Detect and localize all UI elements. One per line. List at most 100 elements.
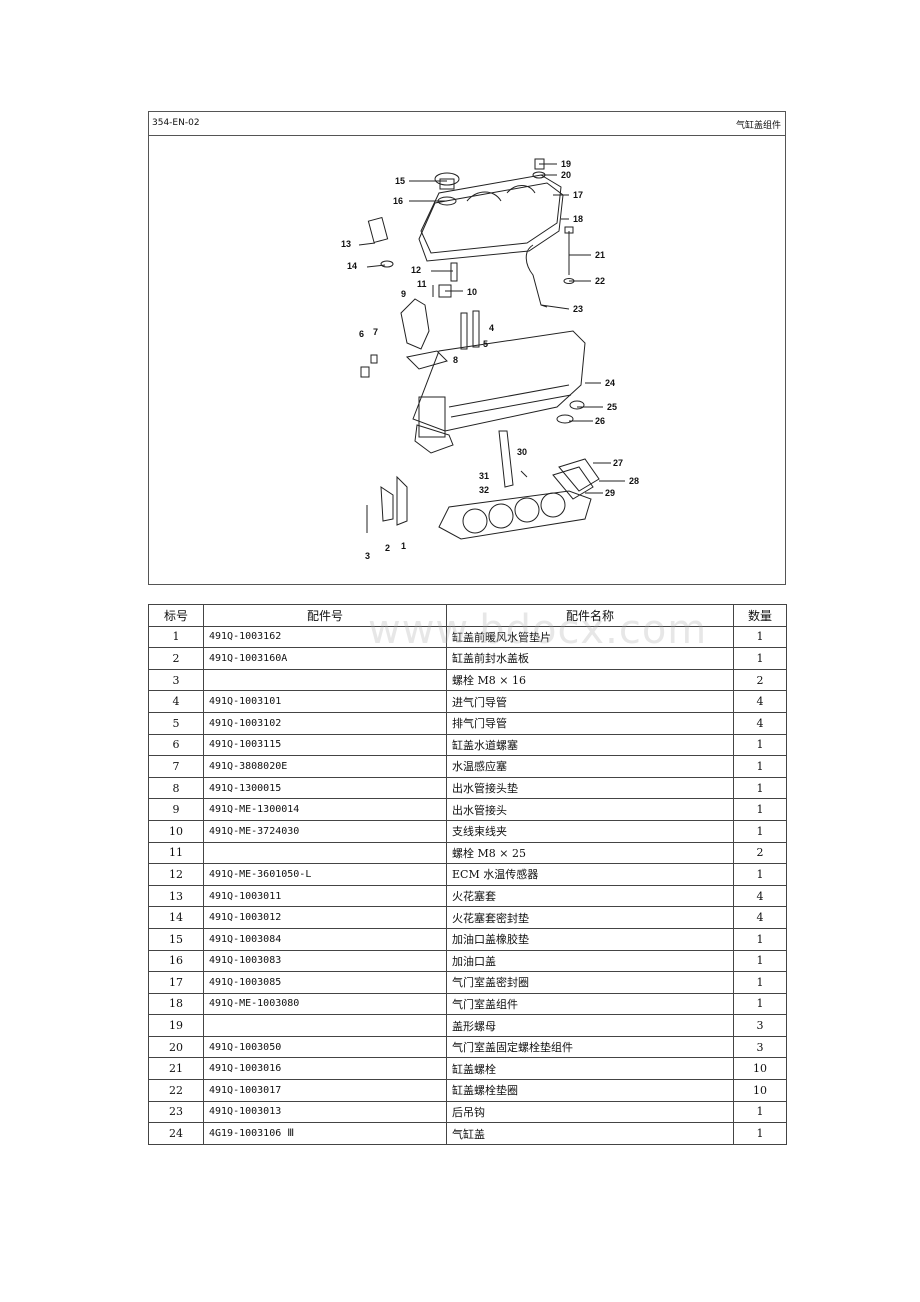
callout-16: 16: [393, 196, 403, 206]
cell-part-number: [203, 841, 447, 865]
cell-part-name: 火花塞套密封垫: [446, 906, 734, 929]
cell-part-number: 491Q-1003011: [203, 884, 447, 908]
header-index: 标号: [148, 604, 204, 627]
cell-index: 8: [148, 776, 204, 800]
cell-quantity: 1: [733, 755, 787, 778]
callout-10: 10: [467, 287, 477, 297]
cell-part-name: 缸盖前暖风水管垫片: [446, 625, 734, 649]
callout-8: 8: [453, 355, 458, 365]
cell-part-name: 气门室盖固定螺栓垫组件: [446, 1035, 734, 1059]
cell-part-name: 螺栓 M8 × 25: [446, 841, 734, 865]
water-outlet-shape: [400, 298, 430, 350]
cell-part-number: 491Q-1003085: [203, 971, 447, 994]
diagram-header: 354-EN-02 气缸盖组件: [149, 112, 785, 136]
cell-part-number: 491Q-1003017: [203, 1079, 447, 1102]
callout-28: 28: [629, 476, 639, 486]
callout-27: 27: [613, 458, 623, 468]
callout-15: 15: [395, 176, 405, 186]
cell-index: 20: [148, 1035, 204, 1059]
head-gasket-shape: [438, 490, 592, 540]
cell-part-name: 出水管接头: [446, 798, 734, 821]
cell-part-name: 出水管接头垫: [446, 776, 734, 800]
callout-18: 18: [573, 214, 583, 224]
callout-24: 24: [605, 378, 615, 388]
callout-6: 6: [359, 329, 364, 339]
callout-22: 22: [595, 276, 605, 286]
callout-7: 7: [373, 327, 378, 337]
cell-part-number: 491Q-ME-1300014: [203, 798, 447, 821]
callout-1: 1: [401, 541, 406, 551]
cell-quantity: 4: [733, 690, 787, 713]
cell-part-name: 螺栓 M8 × 16: [446, 668, 734, 692]
cylinder-head-shape: [412, 330, 586, 432]
cell-part-number: 491Q-1003083: [203, 949, 447, 973]
cell-quantity: 1: [733, 776, 787, 800]
cell-part-name: 水温感应塞: [446, 755, 734, 778]
cell-index: 13: [148, 884, 204, 908]
cell-part-number: 491Q-1003101: [203, 690, 447, 713]
cell-index: 17: [148, 971, 204, 994]
cell-part-number: 491Q-1003115: [203, 733, 447, 757]
cell-part-name: 火花塞套: [446, 884, 734, 908]
cell-index: 15: [148, 927, 204, 951]
valve-cover-shape: [420, 174, 562, 254]
cell-quantity: 1: [733, 863, 787, 886]
diagram-code: 354-EN-02: [152, 118, 200, 128]
callout-30: 30: [517, 447, 527, 457]
cell-part-number: 491Q-1003012: [203, 906, 447, 929]
cell-part-name: 缸盖水道螺塞: [446, 733, 734, 757]
cell-quantity: 1: [733, 927, 787, 951]
callout-23: 23: [573, 304, 583, 314]
cell-part-number: 491Q-3808020E: [203, 755, 447, 778]
callout-19: 19: [561, 159, 571, 169]
cell-quantity: 1: [733, 625, 787, 649]
cell-part-name: 气门室盖组件: [446, 992, 734, 1016]
cell-part-name: 后吊钩: [446, 1100, 734, 1124]
cell-part-number: 491Q-ME-3724030: [203, 819, 447, 843]
cell-part-number: [203, 668, 447, 692]
cell-quantity: 1: [733, 1100, 787, 1124]
callout-32: 32: [479, 485, 489, 495]
cell-index: 19: [148, 1014, 204, 1037]
cell-index: 6: [148, 733, 204, 757]
callout-29: 29: [605, 488, 615, 498]
cell-index: 21: [148, 1057, 204, 1081]
callout-12: 12: [411, 265, 421, 275]
diagram-frame: 354-EN-02 气缸盖组件: [148, 111, 786, 585]
cell-part-number: [203, 1014, 447, 1037]
cell-part-name: 加油口盖橡胶垫: [446, 927, 734, 951]
cell-part-name: 缸盖前封水盖板: [446, 647, 734, 670]
cell-part-name: 进气门导管: [446, 690, 734, 713]
header-part-name: 配件名称: [446, 604, 734, 627]
oil-cap-shape: [434, 172, 460, 186]
cell-part-number: 491Q-1003013: [203, 1100, 447, 1124]
callout-3: 3: [365, 551, 370, 561]
cell-index: 14: [148, 906, 204, 929]
cell-index: 10: [148, 819, 204, 843]
callout-4: 4: [489, 323, 494, 333]
cell-part-name: 排气门导管: [446, 711, 734, 735]
cell-index: 7: [148, 755, 204, 778]
cell-part-name: 气门室盖密封圈: [446, 971, 734, 994]
callout-5: 5: [483, 339, 488, 349]
cell-quantity: 10: [733, 1057, 787, 1081]
cell-part-number: 491Q-1003102: [203, 711, 447, 735]
cell-quantity: 1: [733, 992, 787, 1016]
cell-part-name: 支线束线夹: [446, 819, 734, 843]
cell-index: 24: [148, 1122, 204, 1145]
cell-part-name: 盖形螺母: [446, 1014, 734, 1037]
